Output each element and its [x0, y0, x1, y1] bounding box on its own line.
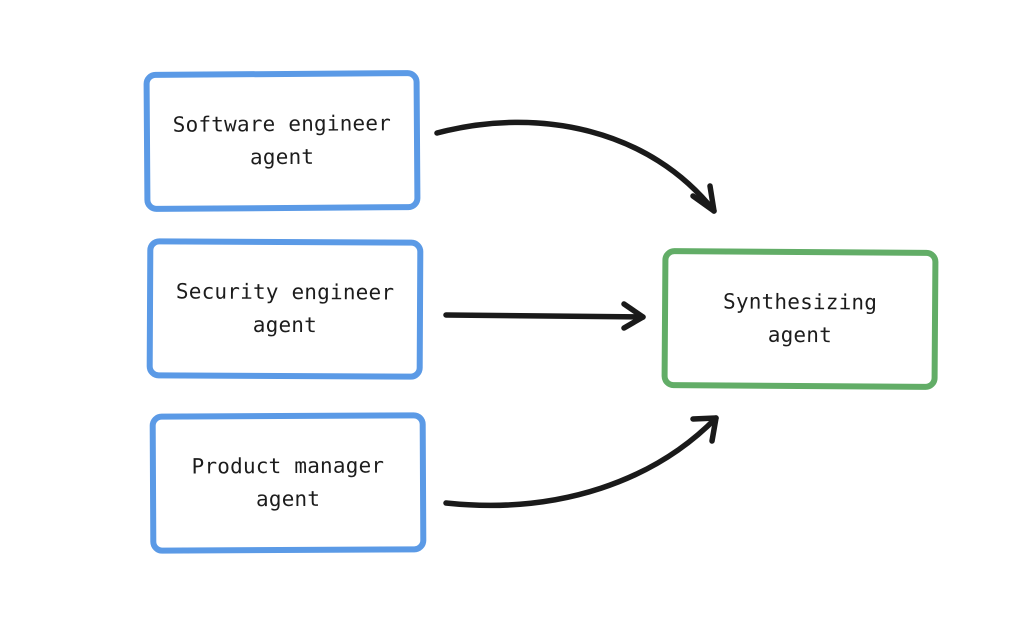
node-security-engineer-agent[interactable]: Security engineer agent: [146, 238, 424, 380]
node-label-line1: Software engineer: [172, 111, 392, 137]
node-software-engineer-agent[interactable]: Software engineer agent: [143, 70, 421, 212]
node-label-line1: Product manager: [191, 453, 385, 479]
node-synthesizing-agent[interactable]: Synthesizing agent: [661, 248, 939, 390]
node-label-line1: Synthesizing: [722, 289, 878, 315]
node-label-line1: Security engineer: [175, 279, 395, 305]
edge-product-to-synthesizing: [443, 415, 719, 509]
node-label-line2: agent: [767, 322, 833, 348]
node-label-line2: agent: [255, 486, 321, 512]
arrow-head: [690, 415, 719, 444]
node-label-line2: agent: [252, 312, 318, 338]
arrow-head: [690, 183, 717, 214]
edge-security-to-synthesizing: [443, 301, 646, 331]
node-label-line2: agent: [249, 144, 315, 170]
arrow-shaft: [443, 415, 719, 509]
arrow-head: [621, 301, 646, 331]
arrow-shaft: [443, 312, 646, 320]
node-product-manager-agent[interactable]: Product manager agent: [149, 412, 427, 554]
arrow-shaft: [434, 119, 717, 214]
edge-software-to-synthesizing: [434, 119, 717, 214]
